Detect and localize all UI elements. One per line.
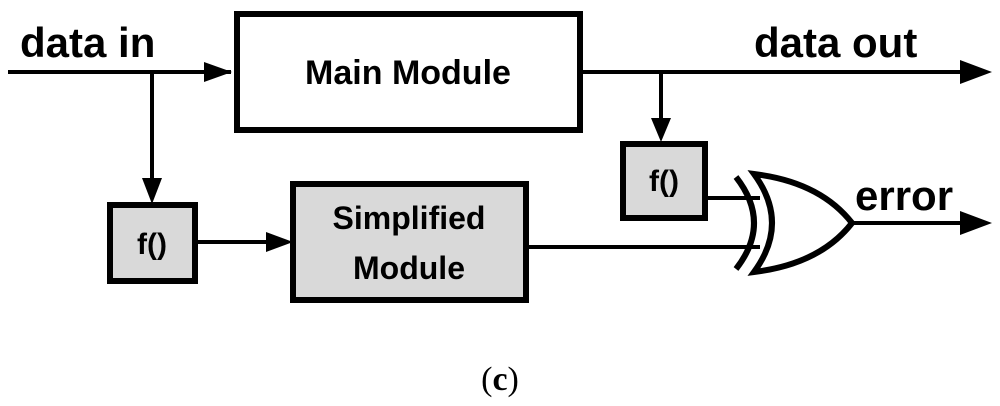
- main-module-label: Main Module: [305, 54, 511, 92]
- arrowhead-simplified: [266, 232, 293, 252]
- function-box-left: [107, 202, 198, 284]
- function-box-right: [620, 141, 708, 221]
- arrowhead-data-in: [204, 62, 232, 82]
- simplified-module-box: [290, 181, 529, 303]
- error-label: error: [855, 172, 953, 219]
- data-out-label: data out: [754, 19, 917, 66]
- arrowhead-data-out: [960, 60, 992, 84]
- function-label-right: f(): [649, 165, 679, 198]
- function-label-left: f(): [137, 228, 167, 261]
- caption-open-paren: (: [481, 361, 492, 398]
- arrowhead-left-f: [142, 178, 162, 204]
- xor-gate-body: [747, 170, 856, 276]
- simplified-module-label-line2: Module: [353, 250, 465, 286]
- xor-gate-symbol: [733, 170, 856, 276]
- arrowhead-error: [960, 211, 992, 235]
- caption-letter: c: [492, 361, 507, 398]
- main-module-box: [234, 11, 583, 133]
- arrowhead-right-f: [651, 118, 671, 142]
- data-in-label: data in: [20, 19, 155, 66]
- figure-caption: (c): [481, 361, 519, 398]
- xor-gate-extra-input-arc: [733, 175, 757, 271]
- caption-close-paren: ): [508, 361, 519, 398]
- simplified-module-label-line1: Simplified: [333, 200, 486, 236]
